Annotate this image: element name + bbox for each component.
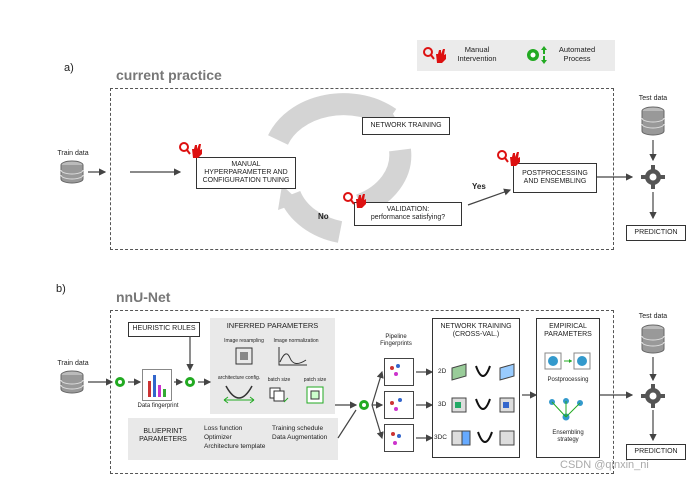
unet-2d-icon [451, 363, 515, 381]
architecture-config-label: architecture config. [217, 375, 261, 381]
network-training-cv-title: NETWORK TRAINING (CROSS-VAL.) [440, 323, 512, 339]
empirical-parameters-title: EMPIRICAL PARAMETERS [544, 323, 592, 339]
histogram-icon [278, 347, 307, 366]
database-icon [641, 106, 665, 136]
section-b-title: nnU-Net [116, 289, 171, 305]
postprocessing-icon [544, 352, 591, 370]
data-fingerprint-label: Data fingerprint [137, 403, 179, 409]
hand-magnifier-icon [179, 142, 202, 158]
batch-size-label: batch size [267, 377, 291, 383]
hand-magnifier-icon [497, 150, 520, 166]
gear-arrows-icon [527, 46, 547, 64]
ensembling-icon [549, 398, 583, 421]
pipeline-fingerprint-3d-icon [384, 391, 414, 419]
legend-automated-label: Automated Process [558, 45, 596, 63]
batch-size-icon [269, 387, 289, 403]
unet-3dc-icon [451, 430, 515, 446]
config-3d-label: 3D [438, 401, 447, 408]
gear-icon [641, 165, 665, 189]
train-data-label-a: Train data [57, 150, 89, 157]
hand-magnifier-icon [423, 47, 446, 63]
architecture-icon [223, 385, 255, 404]
config-2d-label: 2D [438, 368, 447, 375]
fingerprint-chart-icon [142, 369, 172, 401]
blueprint-col1: Loss function Optimizer Architecture tem… [204, 425, 266, 451]
blueprint-parameters-panel [128, 418, 338, 460]
postprocessing-label: Postprocessing [547, 377, 589, 383]
database-icon [641, 324, 665, 354]
pipeline-fingerprint-2d-icon [384, 358, 414, 386]
image-resampling-label: Image resampling [224, 338, 264, 344]
gear-icon [641, 384, 665, 408]
section-a-frame [110, 88, 614, 250]
heuristic-rules-box: HEURISTIC RULES [128, 322, 200, 337]
test-data-label-b: Test data [638, 313, 668, 320]
validation-box: VALIDATION: performance satisfying? [354, 202, 462, 226]
prediction-box-a: PREDICTION [626, 225, 686, 241]
config-3dc-label: 3DC [434, 434, 448, 441]
inferred-parameters-title: INFERRED PARAMETERS [226, 321, 319, 330]
section-a-tag: a) [64, 62, 74, 74]
pipeline-fingerprint-3dc-icon [384, 424, 414, 452]
patch-size-label: patch size [303, 377, 327, 383]
test-data-label-a: Test data [638, 95, 668, 102]
prediction-box-b: PREDICTION [626, 444, 686, 460]
yes-label: Yes [472, 182, 486, 191]
section-b-tag: b) [56, 283, 66, 295]
section-b-frame [110, 310, 614, 474]
no-label: No [318, 212, 329, 221]
blueprint-parameters-label: BLUEPRINT PARAMETERS [139, 428, 187, 444]
database-icon [60, 160, 84, 184]
postprocessing-box: POSTPROCESSING AND ENSEMBLING [513, 163, 597, 193]
legend [417, 40, 615, 71]
resampling-icon [235, 347, 253, 365]
database-icon [60, 370, 84, 394]
train-data-label-b: Train data [57, 360, 89, 367]
ensembling-strategy-label: Ensembling strategy [552, 430, 584, 443]
watermark: CSDN @qinxin_ni [560, 459, 649, 471]
unet-3d-icon [451, 397, 515, 413]
blueprint-col2: Training schedule Data Augmentation [272, 425, 328, 442]
pipeline-fingerprints-label: Pipeline Fingerprints [380, 334, 412, 347]
image-normalization-label: Image normalization [273, 338, 319, 344]
legend-manual-label: Manual Intervention [457, 45, 497, 63]
empirical-parameters-box: EMPIRICAL PARAMETERS [536, 318, 600, 458]
hand-magnifier-icon [343, 192, 366, 208]
patch-size-icon [306, 386, 324, 404]
network-training-box: NETWORK TRAINING [362, 117, 450, 135]
section-a-title: current practice [116, 67, 222, 83]
manual-tuning-box: MANUAL HYPERPARAMETER AND CONFIGURATION … [196, 157, 296, 189]
